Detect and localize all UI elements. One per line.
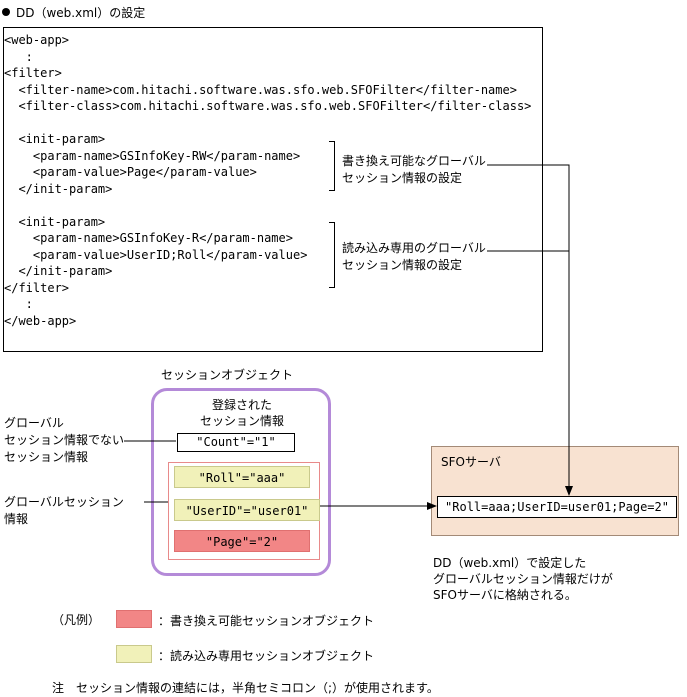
registered-label-line2: セッション情報 <box>199 414 284 428</box>
code-line: <param-value>UserID;Roll</param-value> <box>4 247 308 262</box>
registered-label-line1: 登録された <box>211 398 272 412</box>
code-line: </filter> <box>4 280 70 295</box>
legend-ro-swatch <box>116 645 152 663</box>
code-line: </init-param> <box>4 264 113 278</box>
r-note-line2: セッション情報の設定 <box>342 258 463 272</box>
roll-session-item: "Roll"="aaa" <box>174 466 310 488</box>
code-line: <param-name>GSInfoKey-RW</param-name> <box>4 148 301 163</box>
rw-note-line2: セッション情報の設定 <box>342 171 463 185</box>
code-line: </web-app> <box>4 313 77 328</box>
sfo-caption-line1: DD（web.xml）で設定した <box>433 556 587 570</box>
code-line: <filter> <box>4 66 62 80</box>
code-line: <param-name>GSInfoKey-R</param-name> <box>4 231 293 245</box>
code-line: <init-param> <box>4 132 106 146</box>
sfo-caption-line3: SFOサーバに格納される。 <box>433 588 577 602</box>
sfo-server-box <box>431 446 679 536</box>
code-line: </init-param> <box>4 181 113 196</box>
code-line: <web-app> <box>4 33 70 47</box>
legend-rw-text: ：書き換え可能セッションオブジェクト <box>158 614 375 628</box>
code-line: <filter-class>com.hitachi.software.was.s… <box>4 99 532 113</box>
session-object-box <box>151 388 331 576</box>
code-line: <filter-name>com.hitachi.software.was.sf… <box>4 82 517 97</box>
rw-to-sfo-arrow <box>487 164 573 496</box>
r-bracket <box>329 222 335 288</box>
bullet-icon <box>2 8 10 16</box>
legend-label: （凡例） <box>52 613 101 627</box>
page-session-item: "Page"="2" <box>174 530 310 552</box>
session-object-title: セッションオブジェクト <box>161 368 294 382</box>
non-global-label-line1: グローバル <box>4 416 64 430</box>
footnote: 注 セッション情報の連結には，半角セミコロン（;）が使用されます。 <box>52 681 439 695</box>
global-label-line1: グローバルセッション <box>4 495 124 509</box>
legend-ro-text: ：読み込み専用セッションオブジェクト <box>158 649 375 663</box>
global-label-line2: 情報 <box>4 512 29 526</box>
count-session-item: "Count"="1" <box>177 433 295 452</box>
sfo-server-title: SFOサーバ <box>441 455 501 469</box>
section-heading: DD（web.xml）の設定 <box>2 4 145 21</box>
code-line: : <box>4 49 33 64</box>
code-line: : <box>4 297 33 311</box>
rw-note-line1: 書き換え可能なグローバル <box>342 154 486 168</box>
userid-session-item: "UserID"="user01" <box>174 499 320 521</box>
sfo-stored-value: "Roll=aaa;UserID=user01;Page=2" <box>437 496 677 518</box>
non-global-label-line2: セッション情報でない <box>4 433 125 447</box>
heading-text: DD（web.xml）の設定 <box>16 6 146 20</box>
non-global-label-line3: セッション情報 <box>4 450 89 464</box>
r-note-line1: 読み込み専用のグローバル <box>342 241 486 255</box>
dd-config-box: <web-app> : <filter> <filter-name>com.hit… <box>3 27 543 352</box>
sfo-caption-line2: グローバルセッション情報だけが <box>433 572 613 586</box>
rw-bracket <box>329 141 335 191</box>
code-line: <param-value>Page</param-value> <box>4 165 257 179</box>
legend-rw-swatch <box>116 610 152 628</box>
code-line: <init-param> <box>4 214 106 229</box>
